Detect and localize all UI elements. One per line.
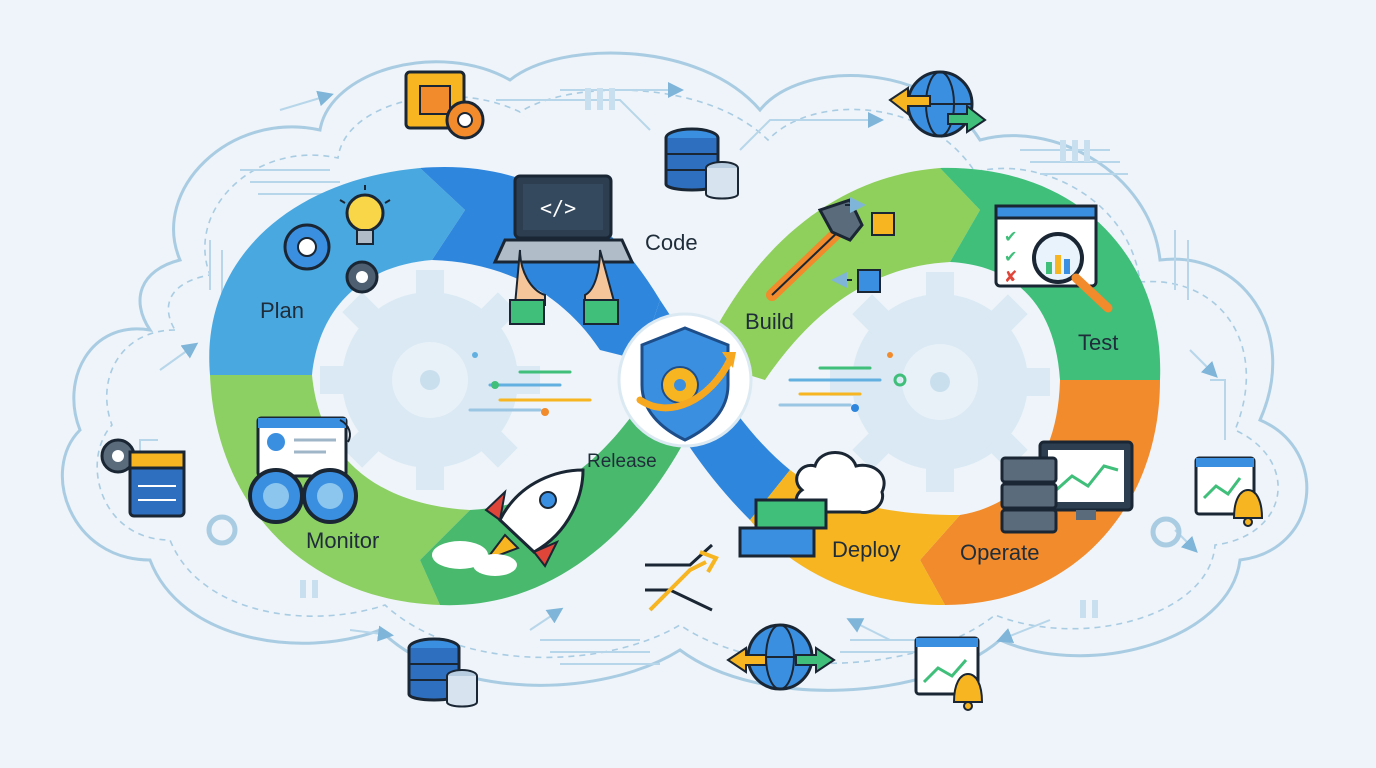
globe-exchange-icon bbox=[888, 70, 987, 138]
database-bottom-icon bbox=[407, 637, 478, 708]
label-monitor: Monitor bbox=[306, 528, 379, 553]
svg-text:✔: ✔ bbox=[1004, 227, 1017, 246]
label-build: Build bbox=[745, 309, 794, 334]
data-stream-right bbox=[778, 352, 907, 412]
label-release: Release bbox=[587, 451, 657, 472]
alert-chart-bottom-icon bbox=[914, 636, 984, 711]
label-test: Test bbox=[1078, 330, 1118, 355]
alert-chart-icon bbox=[1194, 456, 1264, 527]
containers-cloud-icon bbox=[738, 451, 886, 558]
gear-small-right-icon bbox=[1150, 516, 1182, 548]
gear-left-inner bbox=[320, 270, 540, 490]
svg-text:</>: </> bbox=[540, 196, 576, 220]
label-code: Code bbox=[645, 230, 698, 255]
rocket-icon bbox=[432, 468, 585, 576]
svg-text:✘: ✘ bbox=[1004, 267, 1017, 286]
lightbulb-gears-icon bbox=[283, 185, 391, 294]
stage-band-plan bbox=[209, 168, 465, 375]
hammer-cubes-icon bbox=[766, 197, 895, 301]
label-operate: Operate bbox=[960, 540, 1040, 565]
database-icon bbox=[664, 127, 739, 200]
server-gear-icon bbox=[100, 438, 186, 518]
svg-text:✔: ✔ bbox=[1004, 247, 1017, 266]
shuffle-arrows-icon bbox=[645, 543, 719, 612]
label-plan: Plan bbox=[260, 298, 304, 323]
cpu-gear-icon bbox=[404, 70, 485, 140]
globe-exchange-bottom-icon bbox=[726, 623, 836, 691]
dotted-bars bbox=[300, 88, 1098, 618]
server-monitor-icon bbox=[1000, 440, 1134, 534]
gear-small-left-icon bbox=[206, 514, 238, 546]
data-stream-left bbox=[468, 352, 592, 416]
shield-gear-icon bbox=[617, 312, 753, 448]
gear-right-inner bbox=[830, 272, 1050, 492]
binoculars-dashboard-icon bbox=[248, 416, 358, 524]
test-magnifier-icon: ✔ ✔ ✘ bbox=[994, 204, 1113, 313]
label-deploy: Deploy bbox=[832, 537, 900, 562]
laptop-code-icon: </> bbox=[492, 174, 635, 325]
